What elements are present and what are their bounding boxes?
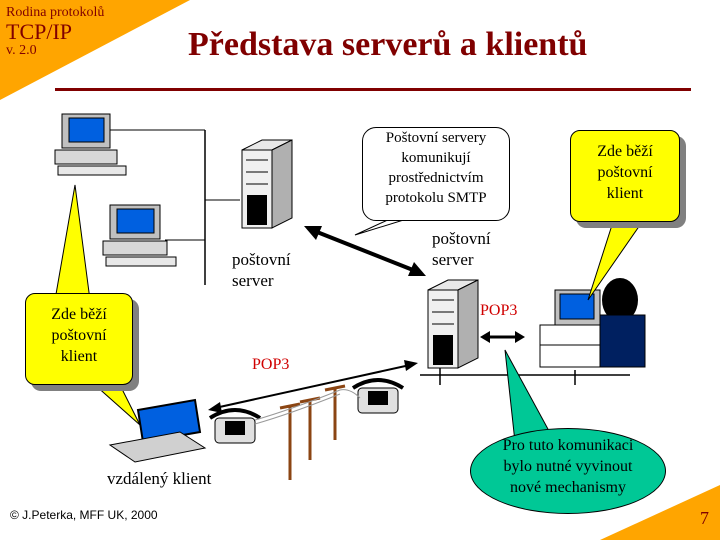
label-line: poštovní bbox=[232, 250, 291, 269]
smtp-arrow bbox=[304, 226, 426, 276]
callout-line: poštovní bbox=[51, 327, 107, 344]
server-label-right: poštovní server bbox=[432, 228, 491, 270]
smtp-callout: Poštovní servery komunikují prostřednict… bbox=[362, 127, 510, 221]
desktop-computer-icon bbox=[102, 204, 177, 267]
title-rule bbox=[55, 88, 691, 91]
callout-line: Zde běží bbox=[51, 306, 107, 323]
callout-pointer-right bbox=[587, 224, 641, 301]
server-tower-icon bbox=[241, 139, 293, 229]
copyright: © J.Peterka, MFF UK, 2000 bbox=[10, 508, 158, 522]
remote-client-label: vzdálený klient bbox=[107, 469, 212, 488]
pop3-label-left: POP3 bbox=[252, 356, 290, 373]
label-line: poštovní bbox=[432, 229, 491, 248]
laptop-icon bbox=[108, 398, 207, 463]
smtp-callout-line: Poštovní servery bbox=[385, 130, 487, 146]
corner-decoration bbox=[0, 0, 190, 100]
lan-left bbox=[105, 129, 240, 285]
telephone-icon bbox=[351, 378, 405, 414]
server-tower-icon bbox=[427, 279, 479, 369]
smtp-callout-line: protokolu SMTP bbox=[385, 190, 487, 206]
smtp-callout-line: prostřednictvím bbox=[388, 170, 484, 186]
label-line: server bbox=[432, 250, 474, 269]
desktop-computer-icon bbox=[54, 113, 127, 176]
callout-line: nové mechanismy bbox=[510, 479, 626, 496]
series-version: v. 2.0 bbox=[6, 43, 37, 58]
callout-line: bylo nutné vyvinout bbox=[503, 458, 633, 475]
corner-decoration-bottom bbox=[600, 485, 720, 540]
series-title: Rodina protokolů bbox=[6, 5, 105, 20]
callout-line: poštovní bbox=[597, 164, 653, 181]
client-callout-left: Zde běží poštovní klient bbox=[25, 293, 133, 385]
series-main-title: TCP/IP bbox=[6, 19, 73, 44]
pop3-arrow-left bbox=[208, 360, 418, 413]
callout-line: Zde běží bbox=[597, 143, 653, 160]
page-number: 7 bbox=[700, 508, 709, 528]
callout-line: klient bbox=[60, 348, 98, 365]
smtp-callout-line: komunikují bbox=[401, 150, 471, 166]
label-line: server bbox=[232, 271, 274, 290]
pop3-arrow-right bbox=[480, 331, 525, 343]
callout-line: klient bbox=[606, 185, 644, 202]
page-title: Představa serverů a klientů bbox=[188, 26, 588, 63]
callout-line: Pro tuto komunikaci bbox=[502, 437, 634, 454]
callout-pointer-left bbox=[54, 184, 91, 301]
telephone-line bbox=[254, 384, 361, 480]
pop3-label-right: POP3 bbox=[480, 302, 518, 319]
new-mechanisms-callout: Pro tuto komunikaci bylo nutné vyvinout … bbox=[470, 428, 666, 514]
telephone-icon bbox=[208, 408, 262, 444]
callout-pointer-left-bottom bbox=[93, 384, 141, 426]
server-label-left: poštovní server bbox=[232, 249, 291, 291]
client-callout-right: Zde běží poštovní klient bbox=[570, 130, 680, 222]
client-workstation-icon bbox=[539, 278, 646, 368]
